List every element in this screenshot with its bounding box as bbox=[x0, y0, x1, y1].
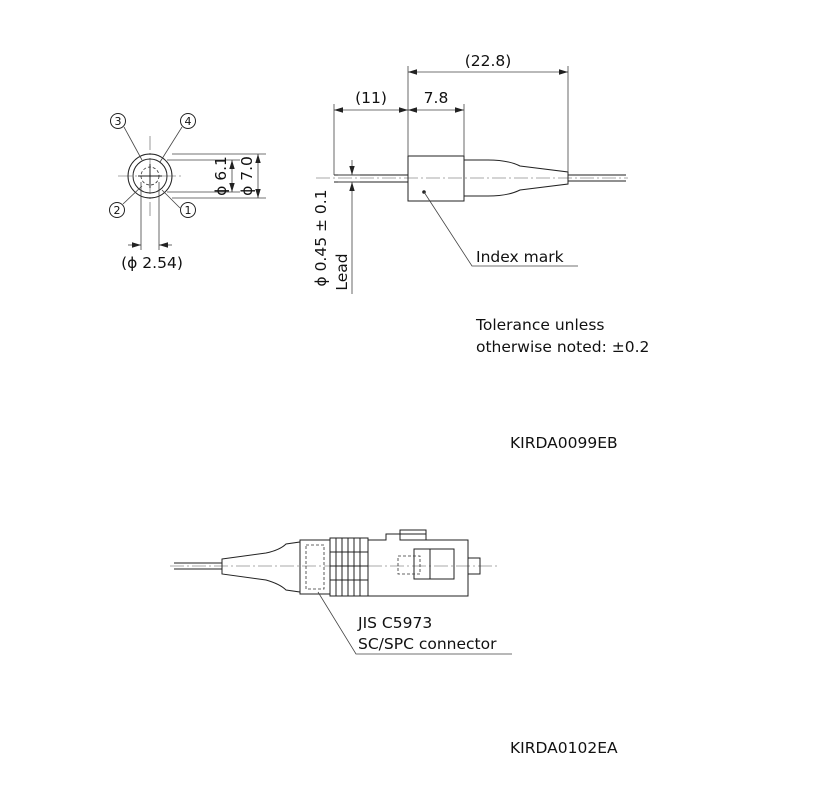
connector-label-line2: SC/SPC connector bbox=[358, 635, 497, 653]
connector-grip-inner bbox=[305, 544, 325, 590]
index-mark-label: Index mark bbox=[476, 248, 564, 266]
svg-text:1: 1 bbox=[185, 204, 192, 217]
fiber-boot bbox=[464, 159, 569, 197]
connector-label-line1: JIS C5973 bbox=[357, 614, 432, 632]
dim-pin-circle: (ϕ 2.54) bbox=[121, 182, 183, 272]
pin-label-4: 4 bbox=[159, 113, 196, 163]
dim-inner-diameter: ϕ 6.1 bbox=[167, 156, 240, 196]
svg-text:4: 4 bbox=[185, 115, 192, 128]
dim-total-length: (22.8) bbox=[407, 52, 569, 172]
svg-text:7.8: 7.8 bbox=[424, 89, 449, 107]
dim-body-length: 7.8 bbox=[408, 89, 465, 156]
pin-label-3: 3 bbox=[110, 113, 143, 161]
svg-text:(22.8): (22.8) bbox=[465, 52, 512, 70]
connector-ferrule bbox=[467, 557, 481, 575]
connector-grip bbox=[299, 539, 331, 595]
index-mark-leader bbox=[423, 191, 578, 267]
dim-lead-length: (11) bbox=[333, 89, 408, 175]
svg-text:(ϕ 2.54): (ϕ 2.54) bbox=[121, 254, 183, 272]
dim-lead-diameter: ϕ 0.45 ± 0.1 Lead bbox=[312, 160, 360, 294]
connector-latch-hidden bbox=[397, 555, 421, 575]
side-view: Index mark (22.8) (11) 7.8 ϕ 0.45 ± bbox=[312, 52, 628, 294]
top-figure-code: KIRDA0099EB bbox=[510, 434, 618, 452]
inner-circle bbox=[132, 158, 168, 194]
bottom-figure-code: KIRDA0102EA bbox=[510, 739, 618, 757]
connector-view: JIS C5973 SC/SPC connector bbox=[170, 529, 512, 655]
connector-housing bbox=[367, 533, 469, 597]
pin-label-2: 2 bbox=[109, 185, 143, 218]
photodiode-body bbox=[407, 155, 465, 202]
svg-text:(11): (11) bbox=[355, 89, 387, 107]
svg-text:2: 2 bbox=[114, 204, 121, 217]
svg-text:ϕ 7.0: ϕ 7.0 bbox=[238, 156, 256, 196]
pin-label-1: 1 bbox=[161, 189, 196, 218]
svg-text:ϕ 0.45 ± 0.1: ϕ 0.45 ± 0.1 bbox=[312, 189, 330, 286]
outer-circle bbox=[127, 153, 173, 199]
connector-latch bbox=[413, 548, 455, 580]
svg-text:ϕ 6.1: ϕ 6.1 bbox=[212, 156, 230, 196]
connector-ribs bbox=[329, 537, 369, 597]
lead-label: Lead bbox=[333, 253, 351, 290]
connector-key bbox=[399, 529, 427, 541]
connector-leader bbox=[317, 591, 512, 655]
tolerance-note-line2: otherwise noted: ±0.2 bbox=[476, 338, 649, 356]
connector-boot bbox=[221, 541, 301, 593]
tolerance-note-line1: Tolerance unless bbox=[475, 316, 604, 334]
svg-text:3: 3 bbox=[115, 115, 122, 128]
dim-outer-diameter: ϕ 7.0 bbox=[172, 153, 266, 199]
end-view: 3 4 2 1 ϕ 6.1 ϕ 7. bbox=[109, 113, 266, 272]
